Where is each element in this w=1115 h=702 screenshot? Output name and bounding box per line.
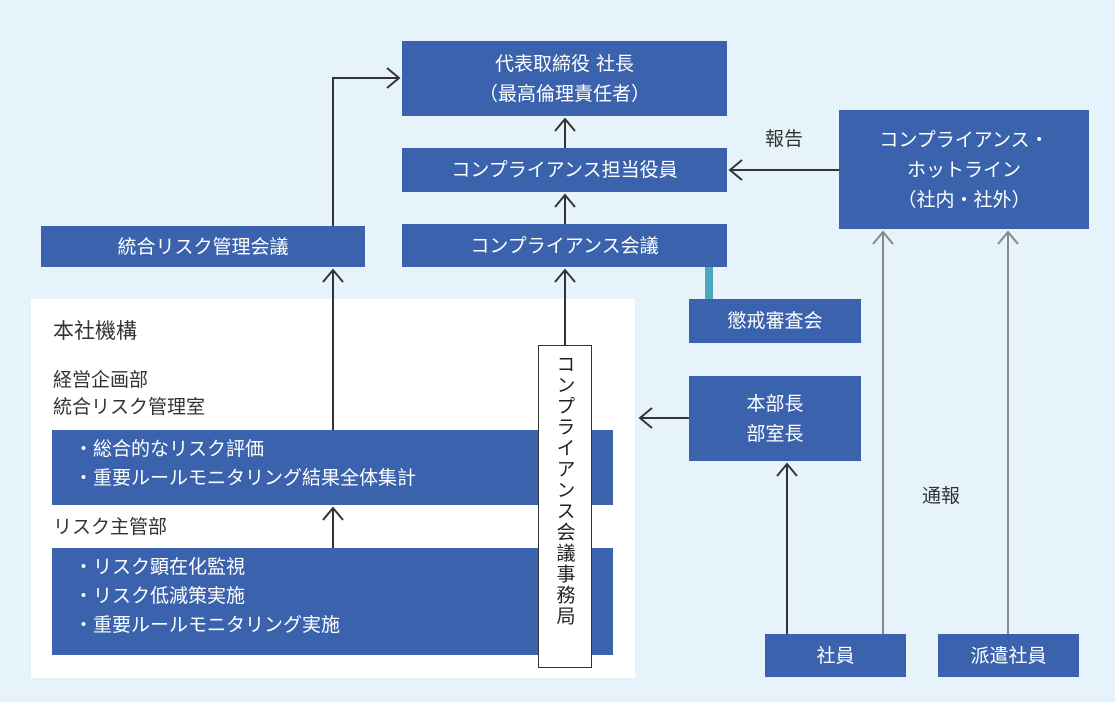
dept2-task-item: ・重要ルールモニタリング実施 [74, 614, 341, 636]
employee-label: 社員 [816, 644, 855, 667]
risk-council-label: 統合リスク管理会議 [117, 235, 289, 258]
risk-council-box: 統合リスク管理会議 [41, 226, 365, 267]
dept2-task-item: ・リスク顕在化監視 [74, 556, 246, 578]
ceo-subtitle: （最高倫理責任者） [478, 82, 650, 105]
report-label: 報告 [765, 128, 804, 150]
hotline-line2: ホットライン [906, 158, 1021, 181]
council-label: コンプライアンス会議 [470, 234, 659, 257]
division-heads-line1: 本部長 [746, 392, 804, 415]
dept1-line1: 経営企画部 [53, 369, 149, 391]
discipline-box: 懲戒審査会 [689, 299, 861, 343]
arrow-risk-council-to-ceo [332, 77, 398, 226]
employee-box: 社員 [765, 634, 906, 677]
hotline-line1: コンプライアンス・ [879, 128, 1049, 151]
council-discipline-connector [705, 267, 713, 299]
hotline-box: コンプライアンス・ ホットライン （社内・社外） [839, 110, 1089, 229]
division-heads-line2: 部室長 [746, 422, 804, 445]
division-heads-box: 本部長 部室長 [689, 376, 861, 461]
council-box: コンプライアンス会議 [402, 224, 727, 267]
dept1-tasks: ・総合的なリスク評価 ・重要ルールモニタリング結果全体集計 [52, 430, 613, 505]
notify-label: 通報 [922, 485, 961, 507]
officer-label: コンプライアンス担当役員 [451, 159, 678, 181]
dept1-line2: 統合リスク管理室 [53, 396, 206, 418]
hotline-line3: （社内・社外） [897, 188, 1031, 211]
dept2-tasks: ・リスク顕在化監視 ・リスク低減策実施 ・重要ルールモニタリング実施 [52, 548, 613, 655]
dept1-task-item: ・総合的なリスク評価 [74, 438, 265, 460]
ceo-title: 代表取締役 社長 [494, 52, 635, 75]
ceo-box: 代表取締役 社長 （最高倫理責任者） [402, 41, 727, 116]
dept1-task-item: ・重要ルールモニタリング結果全体集計 [74, 467, 417, 489]
dept2-task-item: ・リスク低減策実施 [74, 585, 246, 607]
hq-title: 本社機構 [53, 319, 137, 343]
discipline-label: 懲戒審査会 [727, 310, 823, 332]
dept2-name: リスク主管部 [53, 516, 168, 538]
dept1-name: 経営企画部 統合リスク管理室 [53, 367, 205, 421]
temp-employee-box: 派遣社員 [938, 634, 1079, 677]
temp-employee-label: 派遣社員 [970, 644, 1047, 667]
secretariat-label: コンプライアンス会議事務局 [553, 354, 576, 627]
officer-box: コンプライアンス担当役員 [402, 148, 727, 192]
secretariat-box: コンプライアンス会議事務局 [538, 345, 592, 668]
